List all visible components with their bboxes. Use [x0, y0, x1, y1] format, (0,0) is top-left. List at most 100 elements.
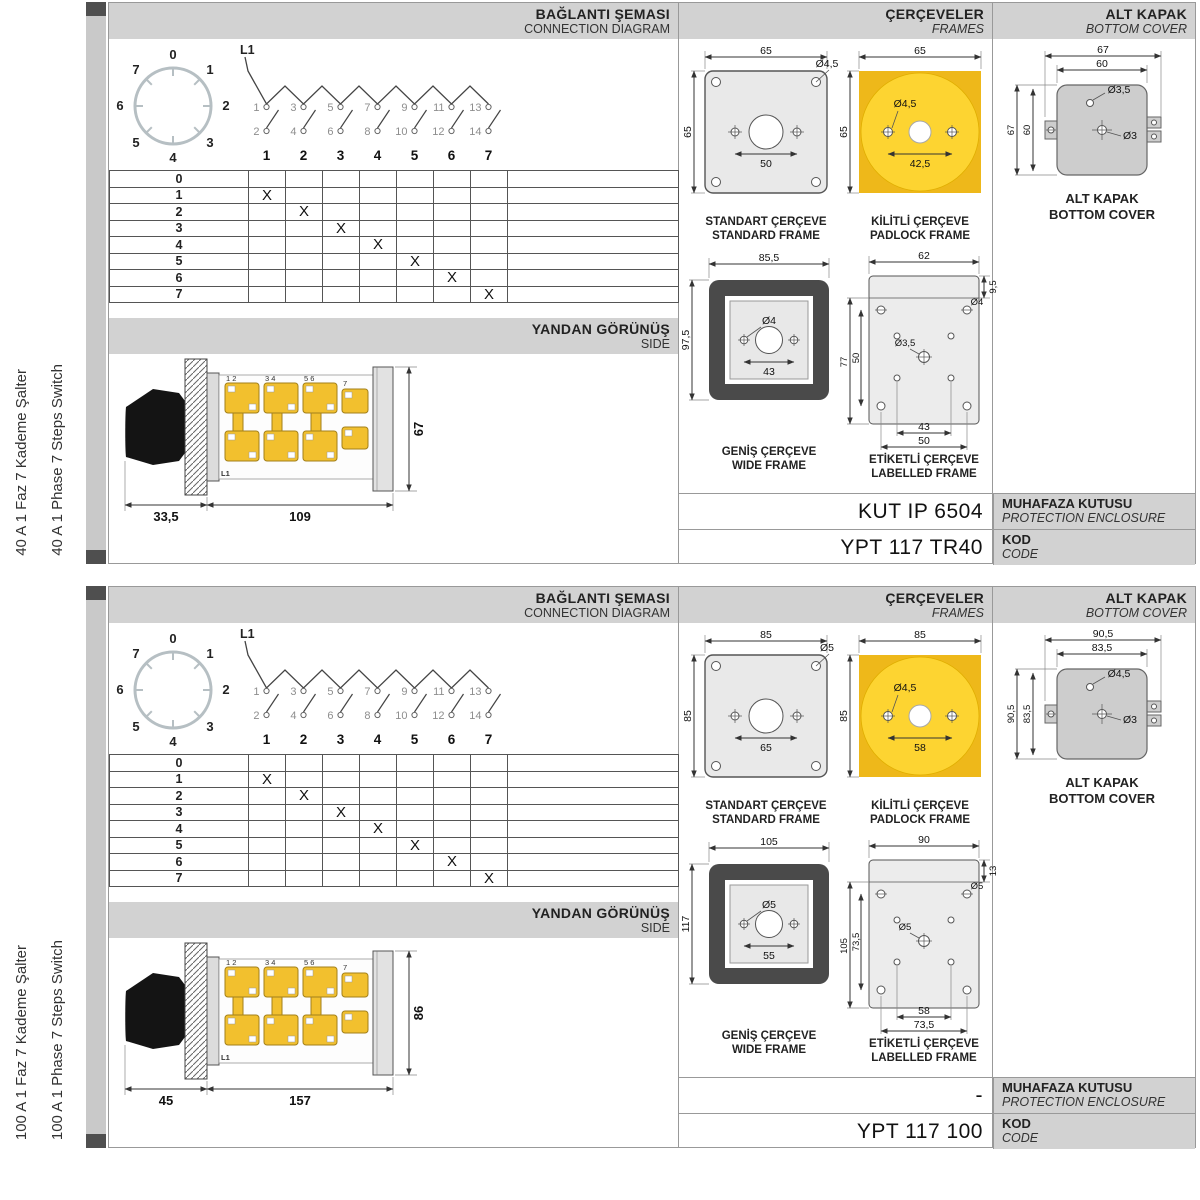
step-mark: [433, 754, 471, 772]
column-number: 3: [337, 148, 345, 163]
step-number: 7: [109, 869, 249, 887]
side-title-tr: YANDAN GÖRÜNÜŞ: [531, 321, 670, 337]
front-plate: [206, 956, 220, 1066]
step-mark: [248, 803, 286, 821]
dim-hole-center: Ø3: [1123, 714, 1137, 726]
enclosure-row: - MUHAFAZA KUTUSU PROTECTION ENCLOSURE: [679, 1077, 1195, 1113]
dim-bottom-inner: 43: [918, 421, 930, 433]
terminal-number: 12: [432, 710, 444, 722]
step-mark: [433, 219, 471, 237]
connection-header: BAĞLANTI ŞEMASI CONNECTION DIAGRAM: [109, 3, 678, 39]
terminal-number: 5: [327, 686, 333, 698]
step-mark: [285, 285, 323, 303]
step-number: 4: [109, 820, 249, 838]
dim-strip: 13: [988, 866, 999, 877]
terminal-number: 2: [253, 710, 259, 722]
step-mark: [285, 754, 323, 772]
frames-title-en: FRAMES: [931, 606, 984, 620]
dim-width: 85: [760, 629, 772, 641]
terminal-number: 4: [290, 126, 296, 138]
row-filler: [507, 269, 679, 287]
frame-name-en: LABELLED FRAME: [871, 1052, 977, 1064]
dim-top-outer: 67: [1097, 44, 1109, 56]
line-label: L1: [240, 627, 255, 641]
cover-title-tr: ALT KAPAK: [1105, 6, 1187, 22]
dial-position: 5: [132, 719, 139, 734]
step-mark: [470, 236, 508, 254]
side-view-drawing: 1 2 3 4 5 6 7 L1 86 45: [124, 942, 426, 1108]
code-label-tr: KOD: [1002, 532, 1031, 547]
step-mark: [322, 770, 360, 788]
step-mark: X: [285, 787, 323, 805]
terminal-number: 9: [401, 102, 407, 114]
terminal-number: 12: [432, 126, 444, 138]
dim-left-inner: 83,5: [1022, 705, 1033, 724]
column-number: 7: [485, 732, 493, 747]
column-number: 6: [448, 148, 456, 163]
step-mark: [396, 236, 434, 254]
step-mark: X: [248, 186, 286, 204]
dim-hole-top: Ø4,5: [1108, 668, 1131, 680]
dim-hole-spacing: 65: [760, 742, 772, 754]
step-mark: [359, 285, 397, 303]
step-mark: [322, 754, 360, 772]
row-filler: [507, 787, 679, 805]
terminal-number: 5: [327, 102, 333, 114]
front-plate: [206, 372, 220, 482]
step-mark: [285, 836, 323, 854]
dim-top-inner: 60: [1096, 58, 1108, 70]
step-mark: [285, 869, 323, 887]
column-number: 4: [374, 148, 382, 163]
step-mark: [359, 853, 397, 871]
step-number: 5: [109, 836, 249, 854]
code-label-en: CODE: [1002, 1131, 1039, 1145]
step-mark: [470, 836, 508, 854]
cam-terminals: [227, 385, 353, 459]
section-content: BAĞLANTI ŞEMASI CONNECTION DIAGRAM 0 1: [108, 586, 1196, 1149]
rotary-dial: 0 1 2 3 4 5 6 7: [116, 631, 229, 749]
step-mark: X: [433, 269, 471, 287]
step-mark: [470, 853, 508, 871]
side-title-tr: YANDAN GÖRÜNÜŞ: [531, 905, 670, 921]
dial-position: 1: [206, 646, 213, 661]
step-mark: [248, 236, 286, 254]
dim-strip: 9,5: [988, 280, 999, 293]
step-mark: [396, 285, 434, 303]
step-mark: [396, 203, 434, 221]
dim-hole-top: Ø3,5: [1108, 84, 1131, 96]
column-number: 1: [263, 732, 271, 747]
terminal-number: 11: [433, 102, 444, 114]
terminal-number: 7: [364, 102, 370, 114]
connection-panel: BAĞLANTI ŞEMASI CONNECTION DIAGRAM 0 1: [109, 3, 679, 563]
step-mark: [359, 170, 397, 188]
cover-caption-tr: ALT KAPAK: [1065, 775, 1139, 790]
step-mark: [433, 252, 471, 270]
column-number: 3: [337, 732, 345, 747]
step-mark: [433, 836, 471, 854]
dimensions: 86 45 157: [124, 950, 426, 1108]
dim-top-outer: 90,5: [1093, 628, 1114, 640]
dial-position: 2: [222, 98, 229, 113]
step-mark: [433, 186, 471, 204]
cam-block-label: 5 6: [304, 958, 314, 967]
step-mark: [322, 853, 360, 871]
product-section: 100 A 1 Faz 7 Kademe Şalter 100 A 1 Phas…: [2, 586, 1196, 1149]
step-mark: [322, 170, 360, 188]
bottom-cover-panel: ALT KAPAK BOTTOM COVER Ø3,5 Ø3: [993, 3, 1195, 563]
dim-width: 85: [914, 629, 926, 641]
connection-title-tr: BAĞLANTI ŞEMASI: [535, 590, 670, 606]
step-mark: [248, 820, 286, 838]
row-filler: [507, 285, 679, 303]
step-mark: [359, 754, 397, 772]
enclosure-value: KUT IP 6504: [858, 499, 983, 523]
side-view-drawing: 1 2 3 4 5 6 7 L1 67 33,5: [124, 358, 426, 524]
steps-table-row: 0: [109, 754, 679, 772]
step-mark: [248, 787, 286, 805]
connection-header: BAĞLANTI ŞEMASI CONNECTION DIAGRAM: [109, 587, 678, 623]
terminal-number: 1: [253, 686, 259, 698]
step-mark: [470, 820, 508, 838]
